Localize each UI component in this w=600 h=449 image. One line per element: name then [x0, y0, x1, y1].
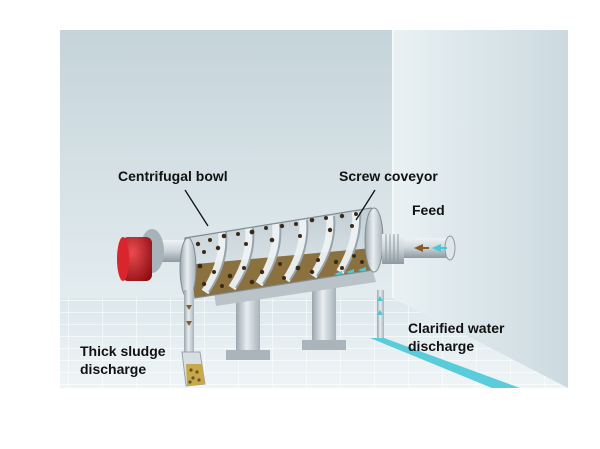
bowl-pointer-line: [184, 189, 209, 227]
thick-sludge-label-line2: discharge: [80, 361, 147, 377]
centrifugal-bowl-label: Centrifugal bowl: [118, 168, 228, 184]
clarified-water-label-line2: discharge: [408, 338, 475, 354]
screw-conveyor-label: Screw coveyor: [339, 168, 438, 184]
clarified-water-label-line1: Clarified water: [408, 320, 505, 336]
thick-sludge-label-line1: Thick sludge: [80, 343, 166, 359]
feed-label: Feed: [412, 202, 445, 218]
screw-pointer-line: [355, 189, 376, 221]
